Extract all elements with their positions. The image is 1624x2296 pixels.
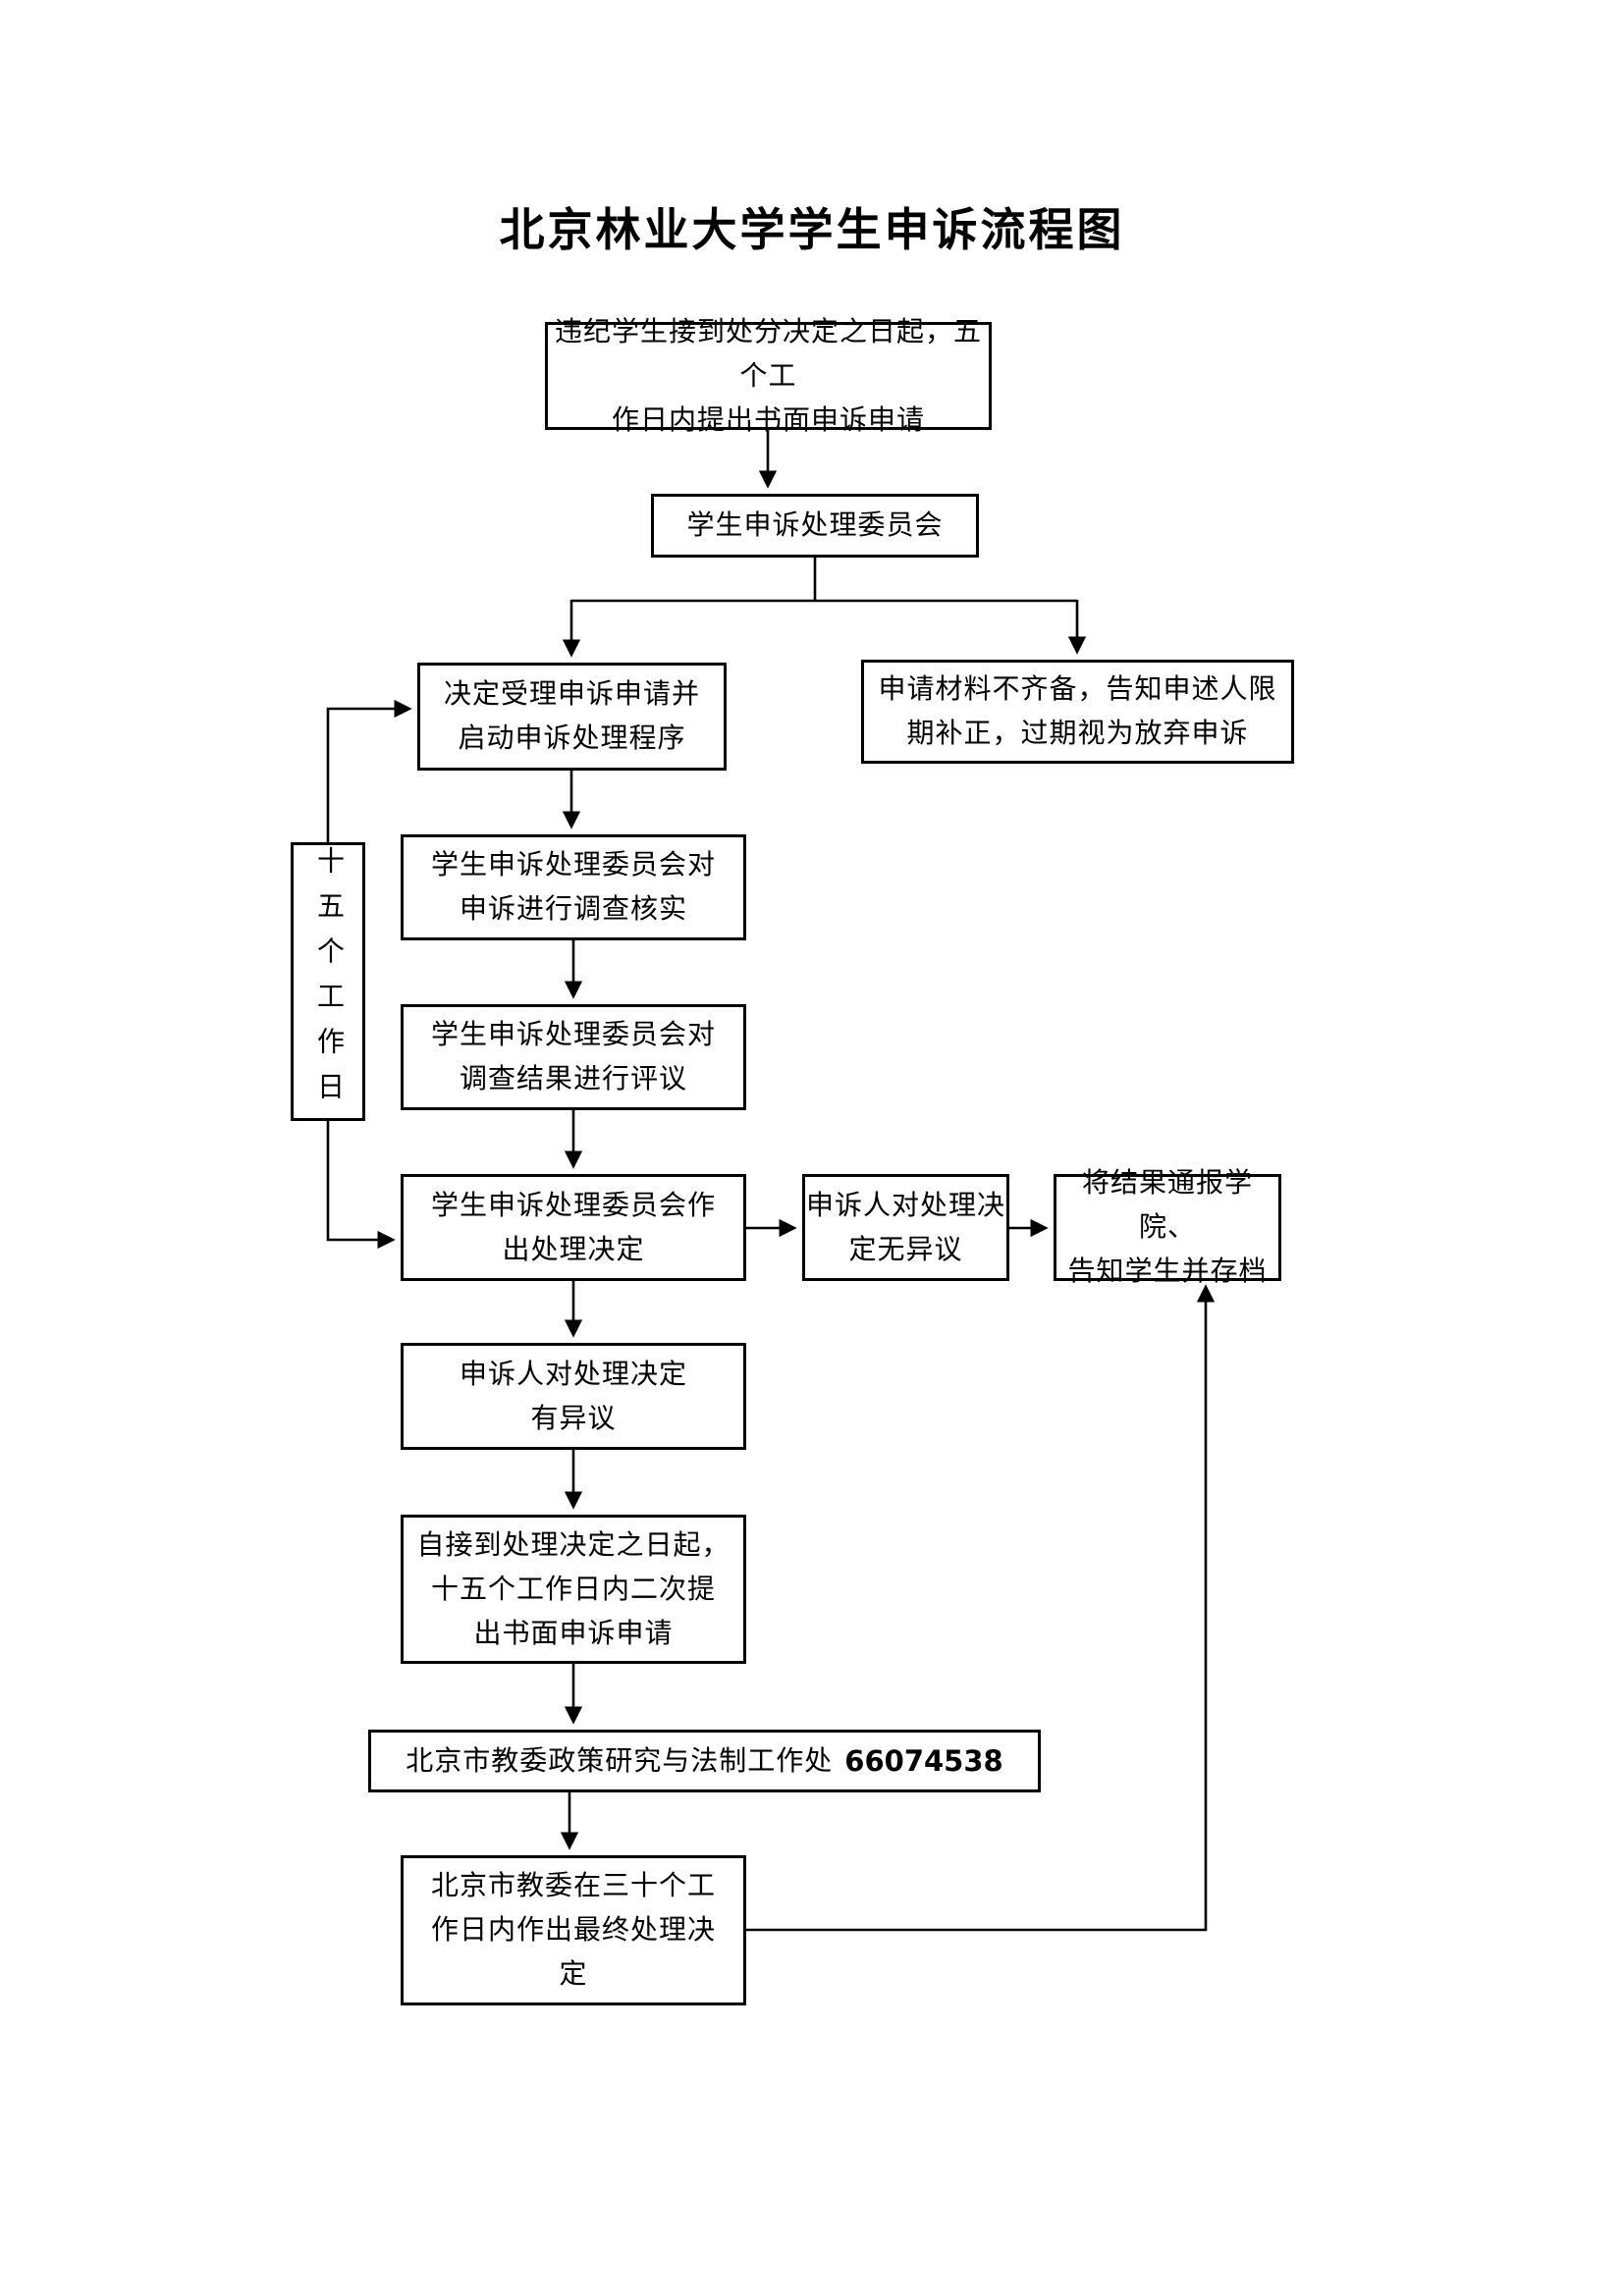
node-committee: 学生申诉处理委员会 [651,494,979,558]
node-fifteen-days: 十五个工作日 [291,842,365,1121]
node-investigate: 学生申诉处理委员会对 申诉进行调查核实 [401,834,746,940]
node-archive: 将结果通报学院、 告知学生并存档 [1054,1168,1281,1287]
node-decision-label: 学生申诉处理委员会作 出处理决定 [430,1190,716,1265]
node-municipal-office: 北京市教委政策研究与法制工作处 66074538 [368,1730,1041,1792]
node-incomplete: 申请材料不齐备，告知申述人限 期补正，过期视为放弃申诉 [861,660,1294,764]
node-accept-label: 决定受理申诉申请并 启动申诉处理程序 [443,679,700,754]
node-accept: 决定受理申诉申请并 启动申诉处理程序 [417,663,727,771]
arrow-final-to-archive [746,1284,1216,1932]
node-review-label: 学生申诉处理委员会对 调查结果进行评议 [430,1020,716,1095]
node-final-decision: 北京市教委在三十个工 作日内作出最终处理决 定 [401,1855,746,2005]
node-no-objection: 申诉人对处理决 定无异议 [802,1174,1009,1281]
node-second-appeal: 自接到处理决定之日起， 十五个工作日内二次提 出书面申诉申请 [401,1515,746,1664]
node-objection: 申诉人对处理决定 有异议 [401,1343,746,1450]
node-review: 学生申诉处理委员会对 调查结果进行评议 [401,1004,746,1110]
arrow-fifteen-days-to-decision [326,1121,396,1250]
node-investigate-label: 学生申诉处理委员会对 申诉进行调查核实 [430,850,716,925]
node-final-decision-label: 北京市教委在三十个工 作日内作出最终处理决 定 [430,1871,716,1990]
node-municipal-office-phone: 66074538 [844,1743,1003,1778]
node-start-label: 违纪学生接到处分决定之日起，五个工 作日内提出书面申诉申请 [554,316,982,436]
node-start: 违纪学生接到处分决定之日起，五个工 作日内提出书面申诉申请 [545,317,992,436]
node-objection-label: 申诉人对处理决定 有异议 [459,1359,687,1434]
node-archive-label: 将结果通报学院、 告知学生并存档 [1067,1168,1268,1287]
page-title: 北京林业大学学生申诉流程图 [499,204,1125,255]
node-fifteen-days-label: 十五个工作日 [313,846,344,1117]
node-decision: 学生申诉处理委员会作 出处理决定 [401,1174,746,1281]
node-committee-label: 学生申诉处理委员会 [686,510,944,541]
node-no-objection-label: 申诉人对处理决 定无异议 [805,1190,1005,1265]
node-incomplete-label: 申请材料不齐备，告知申述人限 期补正，过期视为放弃申诉 [878,674,1277,749]
arrow-fifteen-days-to-accept [326,699,412,842]
node-municipal-office-label: 北京市教委政策研究与法制工作处 [406,1745,834,1777]
node-second-appeal-label: 自接到处理决定之日起， 十五个工作日内二次提 出书面申诉申请 [416,1529,731,1649]
